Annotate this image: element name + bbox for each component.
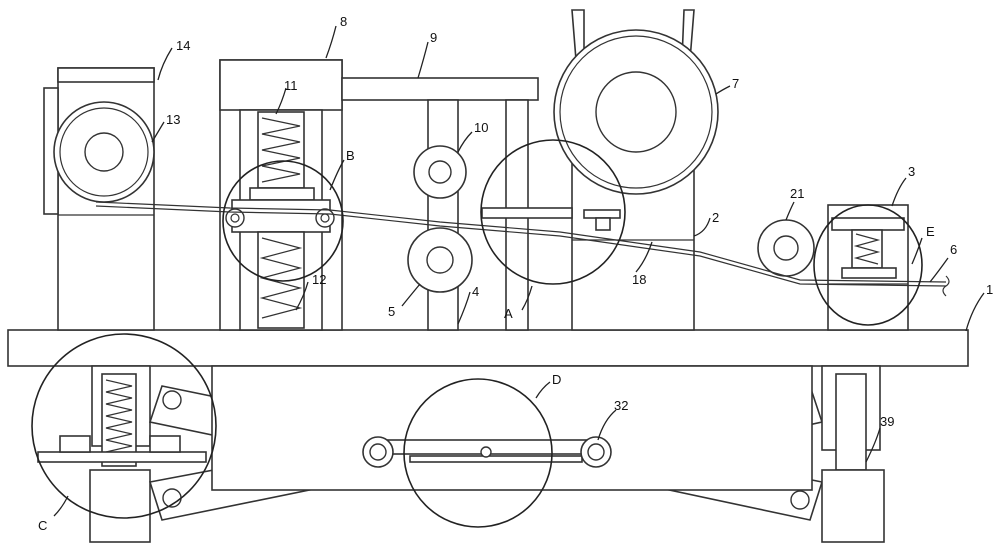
- label-8: 8: [340, 14, 347, 29]
- base-plate: [7, 329, 969, 367]
- leader-C: [53, 495, 69, 517]
- cutter-plate: [481, 207, 573, 219]
- cutter-block: [595, 217, 611, 231]
- leader-32: [597, 409, 617, 441]
- leader-9: [417, 41, 429, 79]
- cutter-plate-2: [583, 209, 621, 219]
- lower-roller-5-hub: [426, 246, 454, 274]
- leader-4: [457, 291, 471, 325]
- pin-left-upper: [162, 390, 182, 410]
- left-lift-nut-2: [149, 435, 181, 453]
- left-foot: [89, 469, 151, 543]
- leader-8: [325, 25, 337, 59]
- label-39: 39: [880, 414, 894, 429]
- leader-6: [929, 257, 949, 283]
- leader-11: [275, 87, 287, 115]
- label-6: 6: [950, 242, 957, 257]
- guide-wheel-right: [315, 208, 335, 228]
- big-wheel-7-hub: [595, 71, 677, 153]
- label-D: D: [552, 372, 561, 387]
- left-roller-13-rim: [59, 107, 149, 197]
- label-A: A: [504, 306, 513, 321]
- left-lift-base: [37, 451, 207, 463]
- leader-10: [457, 131, 473, 153]
- detail-circle-E: [813, 204, 923, 326]
- slide-roller-left-hub: [369, 443, 387, 461]
- right-lift-inner: [835, 373, 867, 471]
- label-5: 5: [388, 304, 395, 319]
- label-E: E: [926, 224, 935, 239]
- detail-circle-A: [480, 139, 626, 285]
- leader-7: [715, 85, 731, 95]
- strip-end-break: [942, 275, 950, 297]
- leader-3: [891, 177, 907, 207]
- leader-18: [635, 241, 653, 273]
- leader-D: [535, 381, 551, 399]
- label-3: 3: [908, 164, 915, 179]
- leader-12: [295, 281, 309, 311]
- leader-39: [865, 427, 881, 463]
- leader-5: [401, 283, 421, 307]
- spring-seat-upper: [249, 187, 315, 201]
- leader-2: [693, 217, 711, 237]
- detail-circle-D: [403, 378, 553, 528]
- leader-14: [157, 47, 173, 81]
- label-1: 1: [986, 282, 993, 297]
- leader-E: [911, 237, 923, 265]
- label-13: 13: [166, 112, 180, 127]
- center-post-left: [427, 99, 459, 331]
- label-11: 11: [284, 78, 298, 93]
- label-21: 21: [790, 186, 804, 201]
- guide-wheel-left: [225, 208, 245, 228]
- leader-1: [965, 292, 985, 332]
- slide-center-pin: [480, 446, 492, 458]
- leader-A: [521, 285, 533, 311]
- press-unit-3-head: [831, 217, 905, 231]
- left-frame-top-bar: [57, 67, 155, 83]
- left-roller-13-hub: [84, 132, 124, 172]
- strip-6-lower-edge: [95, 205, 947, 287]
- leader-B: [329, 159, 345, 191]
- guide-block: [231, 199, 331, 233]
- detail-circle-B: [222, 160, 344, 282]
- press-spring: [853, 233, 881, 265]
- left-lift-screw: [105, 379, 133, 459]
- label-7: 7: [732, 76, 739, 91]
- label-4: 4: [472, 284, 479, 299]
- detail-circle-C: [31, 333, 217, 519]
- label-12: 12: [312, 272, 326, 287]
- left-lift-nut: [59, 435, 91, 453]
- label-32: 32: [614, 398, 628, 413]
- upper-roller-10-hub: [428, 160, 452, 184]
- guide-wheel-left-hub: [230, 213, 240, 223]
- press-foot: [841, 267, 897, 279]
- label-B: B: [346, 148, 355, 163]
- right-roller-21-hub: [773, 235, 799, 261]
- label-10: 10: [474, 120, 488, 135]
- slide-roller-32-hub: [587, 443, 605, 461]
- pin-right-lower: [790, 490, 810, 510]
- upper-spring-11: [261, 117, 301, 183]
- strip-6: [95, 201, 947, 283]
- top-beam-9: [341, 77, 539, 101]
- label-14: 14: [176, 38, 190, 53]
- slide-bar-lower: [409, 455, 583, 463]
- center-frame: [211, 365, 813, 491]
- big-wheel-7-rim: [559, 35, 713, 189]
- leader-13: [151, 121, 165, 143]
- label-2: 2: [712, 210, 719, 225]
- label-C: C: [38, 518, 47, 533]
- leader-21: [785, 201, 795, 221]
- label-18: 18: [632, 272, 646, 287]
- label-9: 9: [430, 30, 437, 45]
- right-foot: [821, 469, 885, 543]
